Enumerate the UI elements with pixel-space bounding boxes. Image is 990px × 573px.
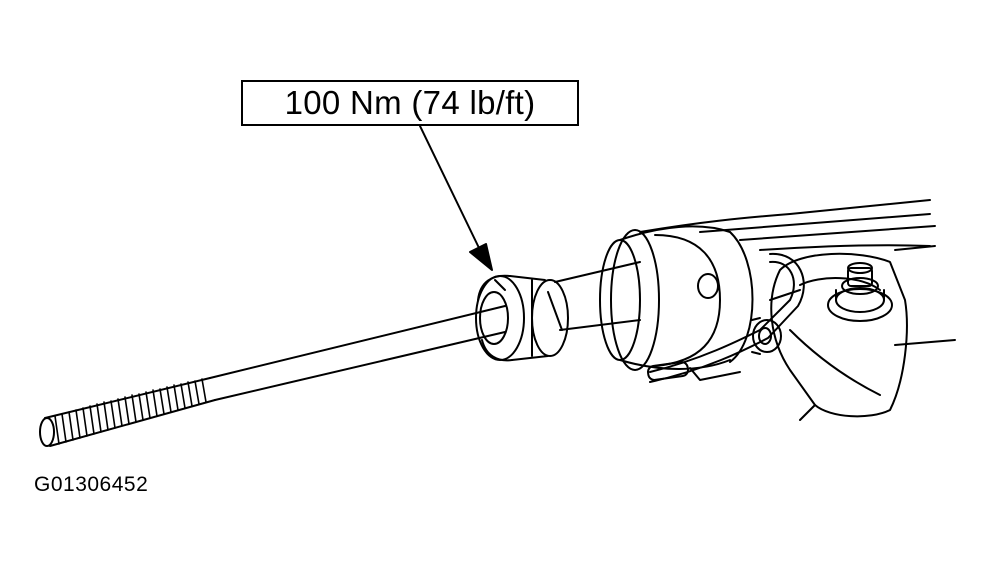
rack-shaft <box>548 262 640 330</box>
torque-callout: 100 Nm (74 lb/ft) <box>241 80 579 126</box>
fluid-lines <box>647 254 804 382</box>
thread-marks <box>55 379 206 444</box>
housing-bolt-hole <box>698 274 718 298</box>
rack-housing <box>640 200 955 345</box>
inner-tie-rod-joint <box>476 276 568 361</box>
torque-callout-label: 100 Nm (74 lb/ft) <box>284 84 536 121</box>
tie-rod <box>40 306 505 446</box>
figure-id: G01306452 <box>34 473 149 496</box>
mounting-bracket <box>771 254 907 420</box>
arrow-head-icon <box>470 244 492 270</box>
callout-leader-arrow <box>420 126 492 270</box>
